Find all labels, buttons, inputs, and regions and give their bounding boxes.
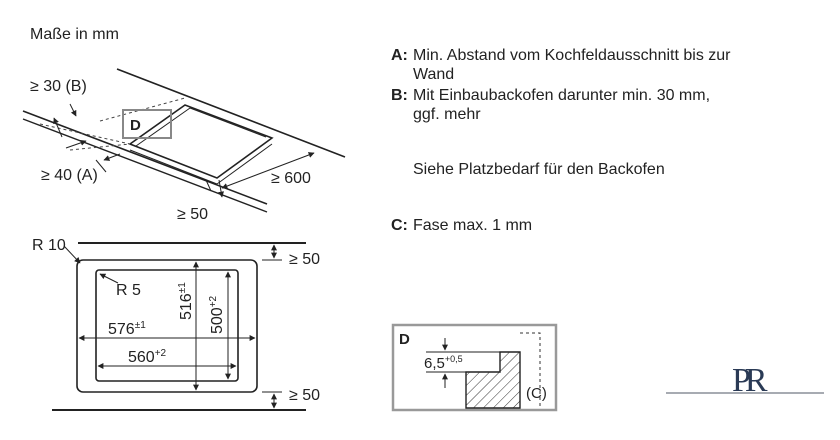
- detail-frame: [391, 323, 558, 412]
- cutout-outer: [76, 259, 258, 393]
- oven-note: Siehe Platzbedarf für den Backofen: [413, 161, 665, 178]
- legend-a-line1: Min. Abstand vom Kochfeldausschnitt bis …: [413, 47, 731, 64]
- radius-outer-leader: [63, 245, 81, 264]
- dim-b-label: ≥ 30 (B): [30, 78, 87, 95]
- legend-b: B: Mit Einbaubackofen darunter min. 30 mm…: [391, 86, 811, 124]
- cutout-inner-edge: [135, 107, 267, 147]
- dim-a-arrow2: [103, 153, 121, 161]
- dim-a-extension: [95, 159, 107, 173]
- legend-b-line1: Mit Einbaubackofen darunter min. 30 mm,: [413, 87, 711, 104]
- detail-marker-label: D: [130, 117, 141, 134]
- dim-500-value: 500+2: [208, 295, 226, 334]
- detail-view: D 6,5+0,5 (C): [391, 323, 558, 412]
- units-label: Maße in mm: [30, 26, 119, 43]
- detail-marker-box: [122, 109, 172, 139]
- dim-516-value: 516±1: [177, 282, 195, 320]
- legend-b-key: B:: [391, 87, 408, 104]
- chamfer-dashed: [520, 332, 541, 408]
- plan-view: R 10 R 5 576±1 560+2 516±1 500+2 ≥ 50 ≥ …: [32, 237, 320, 411]
- radius-inner-label: R 5: [116, 282, 141, 299]
- dim-front-line: [218, 179, 225, 198]
- radius-inner-leader: [99, 273, 119, 284]
- projection-dashed: [69, 143, 131, 151]
- legend-c: C: Fase max. 1 mm: [391, 216, 811, 235]
- cutout-top: [128, 104, 274, 179]
- dim-a-arrow: [65, 139, 87, 149]
- dim-a-label: ≥ 40 (A): [41, 167, 98, 184]
- worktop-back-edge: [116, 68, 346, 158]
- dim-576-value: 576±1: [108, 320, 146, 338]
- radius-outer-label: R 10: [32, 237, 66, 254]
- legend-c-key: C:: [391, 217, 408, 234]
- dim-560-value: 560+2: [128, 348, 167, 366]
- legend-a-line2: Wand: [413, 66, 455, 83]
- dim-b-arrow: [53, 117, 63, 138]
- dim-bottom-label: ≥ 50: [289, 387, 320, 404]
- dim-front-label: ≥ 50: [177, 206, 208, 223]
- cutout-depth-line: [129, 149, 218, 185]
- worktop-front-lower-edge: [22, 118, 268, 213]
- detail-label: D: [399, 331, 410, 348]
- dim-front-line2: [205, 179, 212, 192]
- legend-c-line1: Fase max. 1 mm: [413, 217, 533, 234]
- dim-600-line: [221, 152, 315, 189]
- dim-600-label: ≥ 600: [271, 170, 311, 187]
- legend-a-key: A:: [391, 47, 408, 64]
- dim-top-label: ≥ 50: [289, 251, 320, 268]
- worktop-profile: [465, 351, 521, 409]
- legend-b-line2: ggf. mehr: [413, 106, 481, 123]
- logo: PR: [666, 362, 824, 399]
- dim-65-value: 6,5+0,5: [424, 354, 463, 372]
- dim-b-arrow2: [69, 103, 77, 117]
- iso-view: D ≥ 30 (B) ≥ 40 (A) ≥ 600 ≥ 50: [22, 68, 346, 223]
- cutout-inner: [95, 269, 239, 382]
- chamfer-label: (C): [526, 385, 547, 402]
- legend-a: A: Min. Abstand vom Kochfeldausschnitt bi…: [391, 46, 811, 84]
